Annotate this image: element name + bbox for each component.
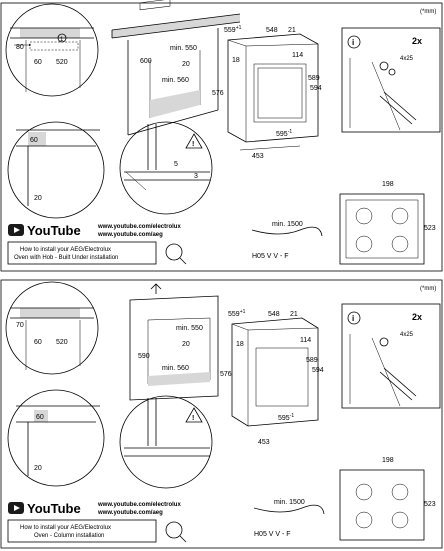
detail-circle-cutout: 60 20 <box>7 389 105 487</box>
dim-594: 594 <box>312 367 324 374</box>
hob-detail: 198 523 <box>339 457 436 541</box>
dim-80: 80 <box>16 44 24 51</box>
dim-min550: min. 550 <box>176 325 203 332</box>
dim-vent-5: 5 <box>174 161 178 168</box>
dim-576: 576 <box>220 371 232 378</box>
dim-600: 600 <box>140 58 152 65</box>
units-note: (*mm) <box>420 9 436 15</box>
dim-cut-20: 20 <box>34 465 42 472</box>
detail-circle-vent: ! <box>119 395 213 489</box>
dim-18: 18 <box>232 57 240 64</box>
dim-453: 453 <box>258 439 270 446</box>
dim-520: 520 <box>56 339 68 346</box>
dim-60: 60 <box>34 59 42 66</box>
screw-count: 2x <box>412 36 422 46</box>
youtube-block: YouTube www.youtube.com/electrolux www.y… <box>7 501 187 543</box>
detail-circle-cutout: 60 20 <box>7 121 105 219</box>
dim-198: 198 <box>382 181 394 188</box>
info-icon <box>347 311 361 325</box>
dim-559: 559+1 <box>228 309 246 318</box>
cable-min: min. 1500 <box>272 221 303 228</box>
dim-523: 523 <box>424 501 436 508</box>
detail-circle-worktop: 70 60 520 <box>5 281 99 375</box>
cable-detail: min. 1500 H05 V V - F <box>251 221 323 260</box>
svg-text:1: 1 <box>60 37 64 43</box>
cable-type: H05 V V - F <box>254 531 291 538</box>
svg-text:!: ! <box>192 415 194 422</box>
url-electrolux[interactable]: www.youtube.com/electrolux <box>97 224 181 230</box>
url-electrolux[interactable]: www.youtube.com/electrolux <box>97 502 181 508</box>
panel-frame <box>0 2 443 272</box>
dim-min560: min. 560 <box>162 77 189 84</box>
dim-70: 70 <box>16 322 24 329</box>
caption-line-1: How to install your AEG/Electrolux <box>20 525 111 531</box>
screws-box: i 2x 4x25 <box>341 27 441 133</box>
dim-595: 595-1 <box>276 129 292 138</box>
cabinet-column: min. 550 590 min. 560 20 <box>129 283 219 401</box>
panel-built-under: (*mm) 80 60 520 1 600 min. 550 min. 560 <box>0 0 443 272</box>
oven-unit: 559+1 548 21 18 114 576 589 594 595-1 45… <box>220 309 324 446</box>
cable-type: H05 V V - F <box>252 253 289 260</box>
info-icon <box>347 35 361 49</box>
dim-590: 590 <box>138 353 150 360</box>
dim-60: 60 <box>34 339 42 346</box>
dim-589: 589 <box>308 75 320 82</box>
cable-detail: min. 1500 H05 V V - F <box>253 499 325 538</box>
screws-box: i 2x 4x25 <box>341 303 441 409</box>
dim-vent-3: 3 <box>194 173 198 180</box>
dim-min550: min. 550 <box>170 45 197 52</box>
url-aeg[interactable]: www.youtube.com/aeg <box>97 510 163 516</box>
caption-line-1: How to install your AEG/Electrolux <box>20 247 111 253</box>
cable-min: min. 1500 <box>274 499 305 506</box>
dim-18: 18 <box>236 341 244 348</box>
dim-589: 589 <box>306 357 318 364</box>
screw-size: 4x25 <box>400 332 414 338</box>
dim-576: 576 <box>212 90 224 97</box>
warning-icon <box>185 407 203 423</box>
svg-text:i: i <box>352 38 354 47</box>
hob-detail: 198 523 <box>339 181 436 265</box>
dim-453: 453 <box>252 153 264 160</box>
dim-min560: min. 560 <box>162 365 189 372</box>
dim-548: 548 <box>266 27 278 34</box>
dim-cut-60: 60 <box>30 137 38 144</box>
screw-count: 2x <box>412 312 422 322</box>
detail-circle-worktop: 80 60 520 1 <box>5 3 99 97</box>
panel-frame <box>0 279 443 549</box>
oven-unit: 559+1 548 21 18 114 576 589 594 595-1 45… <box>212 25 322 160</box>
dim-559: 559+1 <box>224 25 242 34</box>
url-aeg[interactable]: www.youtube.com/aeg <box>97 232 163 238</box>
dim-21: 21 <box>288 27 296 34</box>
youtube-block: YouTube www.youtube.com/electrolux www.y… <box>7 223 187 265</box>
magnifier-icon <box>165 521 183 539</box>
dim-20: 20 <box>182 341 190 348</box>
dim-520: 520 <box>56 59 68 66</box>
cabinet-built-under: 600 min. 550 min. 560 20 <box>111 0 241 136</box>
svg-text:i: i <box>352 314 354 323</box>
dim-114: 114 <box>300 337 311 344</box>
dim-21: 21 <box>290 311 298 318</box>
dim-594: 594 <box>310 85 322 92</box>
dim-523: 523 <box>424 225 436 232</box>
magnifier-icon <box>165 243 183 261</box>
youtube-label: YouTube <box>27 501 81 516</box>
caption-line-2: Oven with Hob - Built Under installation <box>14 255 118 261</box>
warning-icon <box>185 133 203 149</box>
youtube-label: YouTube <box>27 223 81 238</box>
screw-size: 4x25 <box>400 56 414 62</box>
dim-198: 198 <box>382 457 394 464</box>
dim-cut-60: 60 <box>36 414 44 421</box>
dim-548: 548 <box>268 311 280 318</box>
panel-column: (*mm) 70 60 520 min. 550 590 min. 560 20… <box>0 279 443 549</box>
arrow-up-icon <box>150 283 162 294</box>
dim-114: 114 <box>292 52 303 59</box>
dim-cut-20: 20 <box>34 195 42 202</box>
svg-text:!: ! <box>192 141 194 148</box>
dim-20: 20 <box>182 61 190 68</box>
units-note: (*mm) <box>420 286 436 292</box>
detail-circle-vent: 5 3 ! <box>119 121 213 215</box>
dim-595: 595-1 <box>278 413 294 422</box>
caption-line-2: Oven - Column installation <box>34 533 104 539</box>
